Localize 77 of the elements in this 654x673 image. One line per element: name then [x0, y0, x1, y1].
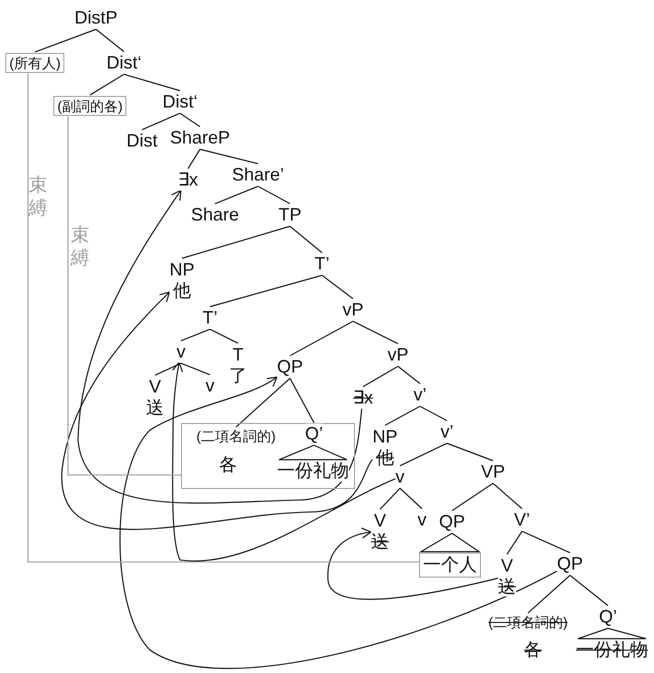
movement-arrow: [61, 292, 373, 530]
tree-label: Q’: [305, 424, 323, 444]
tree-branch: [446, 442, 494, 462]
tree-branch: [182, 226, 290, 259]
tree-label: QP: [439, 512, 465, 532]
tree-branch: [290, 226, 322, 254]
tree-branch: [322, 274, 354, 300]
struck-trace: 他: [375, 447, 395, 468]
tree-label: NP: [170, 259, 194, 280]
tree-branch: [96, 28, 124, 52]
tree-branch: [290, 378, 314, 423]
triangle-roof: [278, 444, 348, 460]
struck-trace: ∃x: [353, 388, 373, 408]
tree-label: (二項名詞的): [196, 428, 276, 444]
movement-arrow: [77, 190, 362, 504]
boxed-label: (副詞的各): [53, 96, 127, 116]
movement-arrow: [120, 376, 558, 669]
tree-branch: [200, 148, 258, 164]
struck-trace: (二項名詞的): [488, 614, 568, 630]
tree-label: V: [372, 510, 387, 531]
tree-branch: [528, 574, 570, 614]
tree-label: ∃x: [178, 170, 198, 190]
tree-branch: [236, 378, 290, 428]
tree-branch: [400, 488, 422, 510]
tree-branch: [154, 362, 182, 376]
tree-label: 一份礼物: [277, 460, 349, 482]
tree-label: QP: [277, 356, 303, 378]
tree-label: V: [148, 376, 162, 397]
tree-branch: [214, 186, 258, 204]
tree-label: 各: [219, 454, 237, 476]
tree-branch: [492, 482, 522, 510]
tree-branch: [34, 28, 96, 53]
tree-label: V: [500, 555, 514, 576]
word-label: 了: [229, 365, 247, 386]
struck-trace: 各: [524, 640, 542, 660]
triangle-roof: [577, 628, 647, 640]
tree-branch: [142, 112, 180, 130]
boxed-label: 一个人: [419, 552, 481, 578]
tree-branch: [398, 366, 420, 384]
tree-branch: [290, 320, 354, 356]
struck-trace: 送: [371, 531, 389, 552]
tree-branch: [400, 442, 448, 466]
tree-branch: [210, 328, 238, 344]
tree-branch: [258, 186, 290, 204]
tree-branch: [506, 531, 522, 555]
tree-branch: [210, 274, 322, 308]
tree-branch: [570, 574, 608, 606]
tree-branch: [180, 112, 200, 128]
tree-branch: [522, 530, 570, 554]
tree-branch: [352, 320, 398, 344]
tree-branch: [180, 328, 210, 342]
tree-branch: [90, 74, 124, 96]
word-label: 送: [146, 397, 164, 418]
tree-branch: [452, 482, 494, 512]
tree-branch: [362, 366, 398, 388]
movement-arrow: [327, 528, 498, 600]
tree-label: T: [232, 344, 244, 365]
tree-branch: [420, 406, 448, 422]
tree-branch: [124, 74, 180, 92]
struck-trace: 一份礼物: [576, 640, 648, 660]
grouping-box: [181, 423, 355, 489]
word-label: 他: [172, 280, 192, 301]
tree-branch: [188, 149, 200, 169]
tree-branch: [384, 406, 420, 426]
tree-label: QP: [557, 554, 583, 574]
movement-arrow: [172, 362, 396, 562]
tree-label: NP: [372, 426, 398, 447]
struck-trace: 送: [498, 576, 516, 597]
binding-line: [67, 116, 181, 476]
tree-label: Q’: [599, 606, 617, 628]
tree-branch: [380, 488, 400, 510]
binding-line: [27, 73, 419, 563]
edge-label: 束縛: [70, 225, 90, 271]
edge-label: 束縛: [28, 175, 48, 221]
tree-branch: [180, 362, 210, 376]
boxed-label: (所有人): [5, 52, 65, 74]
triangle-roof: [419, 532, 481, 552]
